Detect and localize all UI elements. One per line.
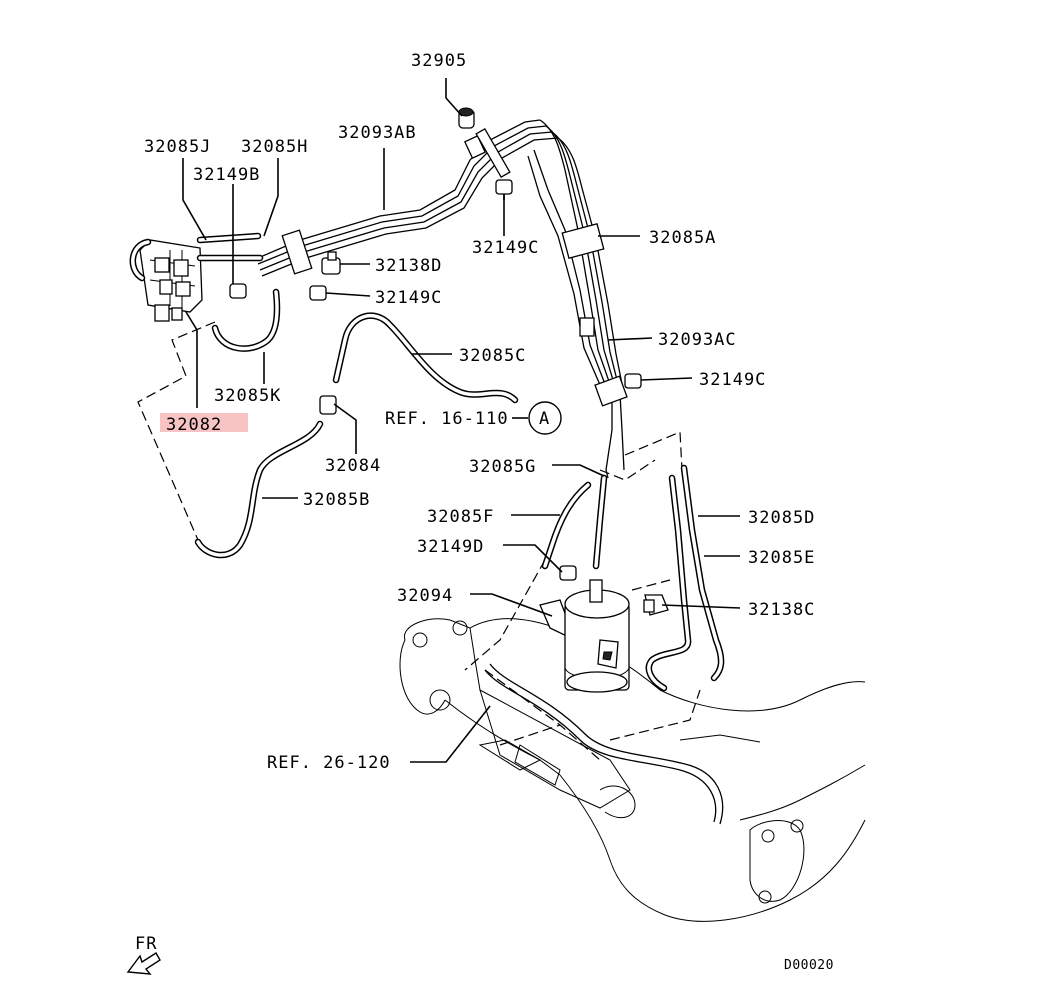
label-32085h[interactable]: 32085H xyxy=(241,137,308,157)
label-32082[interactable]: 32082 xyxy=(166,415,222,435)
label-32149b[interactable]: 32149B xyxy=(193,165,260,185)
charcoal-canister-32094 xyxy=(539,579,630,693)
label-32084[interactable]: 32084 xyxy=(325,456,381,476)
label-32085f[interactable]: 32085F xyxy=(427,507,494,527)
diagram-code: D00020 xyxy=(784,958,834,973)
transmission-outline xyxy=(399,618,866,922)
fasteners xyxy=(229,107,669,616)
label-32085a[interactable]: 32085A xyxy=(649,228,716,248)
label-32905[interactable]: 32905 xyxy=(411,51,467,71)
highlight-32082 xyxy=(160,413,248,432)
label-32149c-mid[interactable]: 32149C xyxy=(375,288,442,308)
label-32093ac[interactable]: 32093AC xyxy=(658,330,737,350)
vacuum-pipe-bundle xyxy=(257,119,625,479)
label-32149c-right[interactable]: 32149C xyxy=(699,370,766,390)
label-32093ab[interactable]: 32093AB xyxy=(338,123,417,143)
reference-dashed-lines xyxy=(137,321,701,761)
leader-lines xyxy=(182,78,741,763)
callout-a-letter: A xyxy=(539,409,550,429)
label-ref-26-120[interactable]: REF. 26-120 xyxy=(267,753,391,773)
label-32138c[interactable]: 32138C xyxy=(748,600,815,620)
label-32138d[interactable]: 32138D xyxy=(375,256,442,276)
label-32149c-top[interactable]: 32149C xyxy=(472,238,539,258)
label-32085j[interactable]: 32085J xyxy=(144,137,211,157)
callout-circle-a-icon xyxy=(528,401,562,435)
front-direction-arrow-icon xyxy=(126,952,161,975)
label-32085d[interactable]: 32085D xyxy=(748,508,815,528)
hoses xyxy=(194,232,725,825)
label-32085e[interactable]: 32085E xyxy=(748,548,815,568)
label-32085b[interactable]: 32085B xyxy=(303,490,370,510)
label-32094[interactable]: 32094 xyxy=(397,586,453,606)
label-32085g[interactable]: 32085G xyxy=(469,457,536,477)
solenoid-valve-assembly-32082 xyxy=(129,238,203,322)
label-32149d[interactable]: 32149D xyxy=(417,537,484,557)
part-labels: 32905 32093AB 32085J 32085H 32149B 32149… xyxy=(135,51,834,973)
label-ref-16-110[interactable]: REF. 16-110 xyxy=(385,409,509,429)
front-label: FR xyxy=(135,934,157,954)
pipe-brackets xyxy=(281,127,628,407)
label-32085k[interactable]: 32085K xyxy=(214,386,281,406)
label-32085c[interactable]: 32085C xyxy=(459,346,526,366)
